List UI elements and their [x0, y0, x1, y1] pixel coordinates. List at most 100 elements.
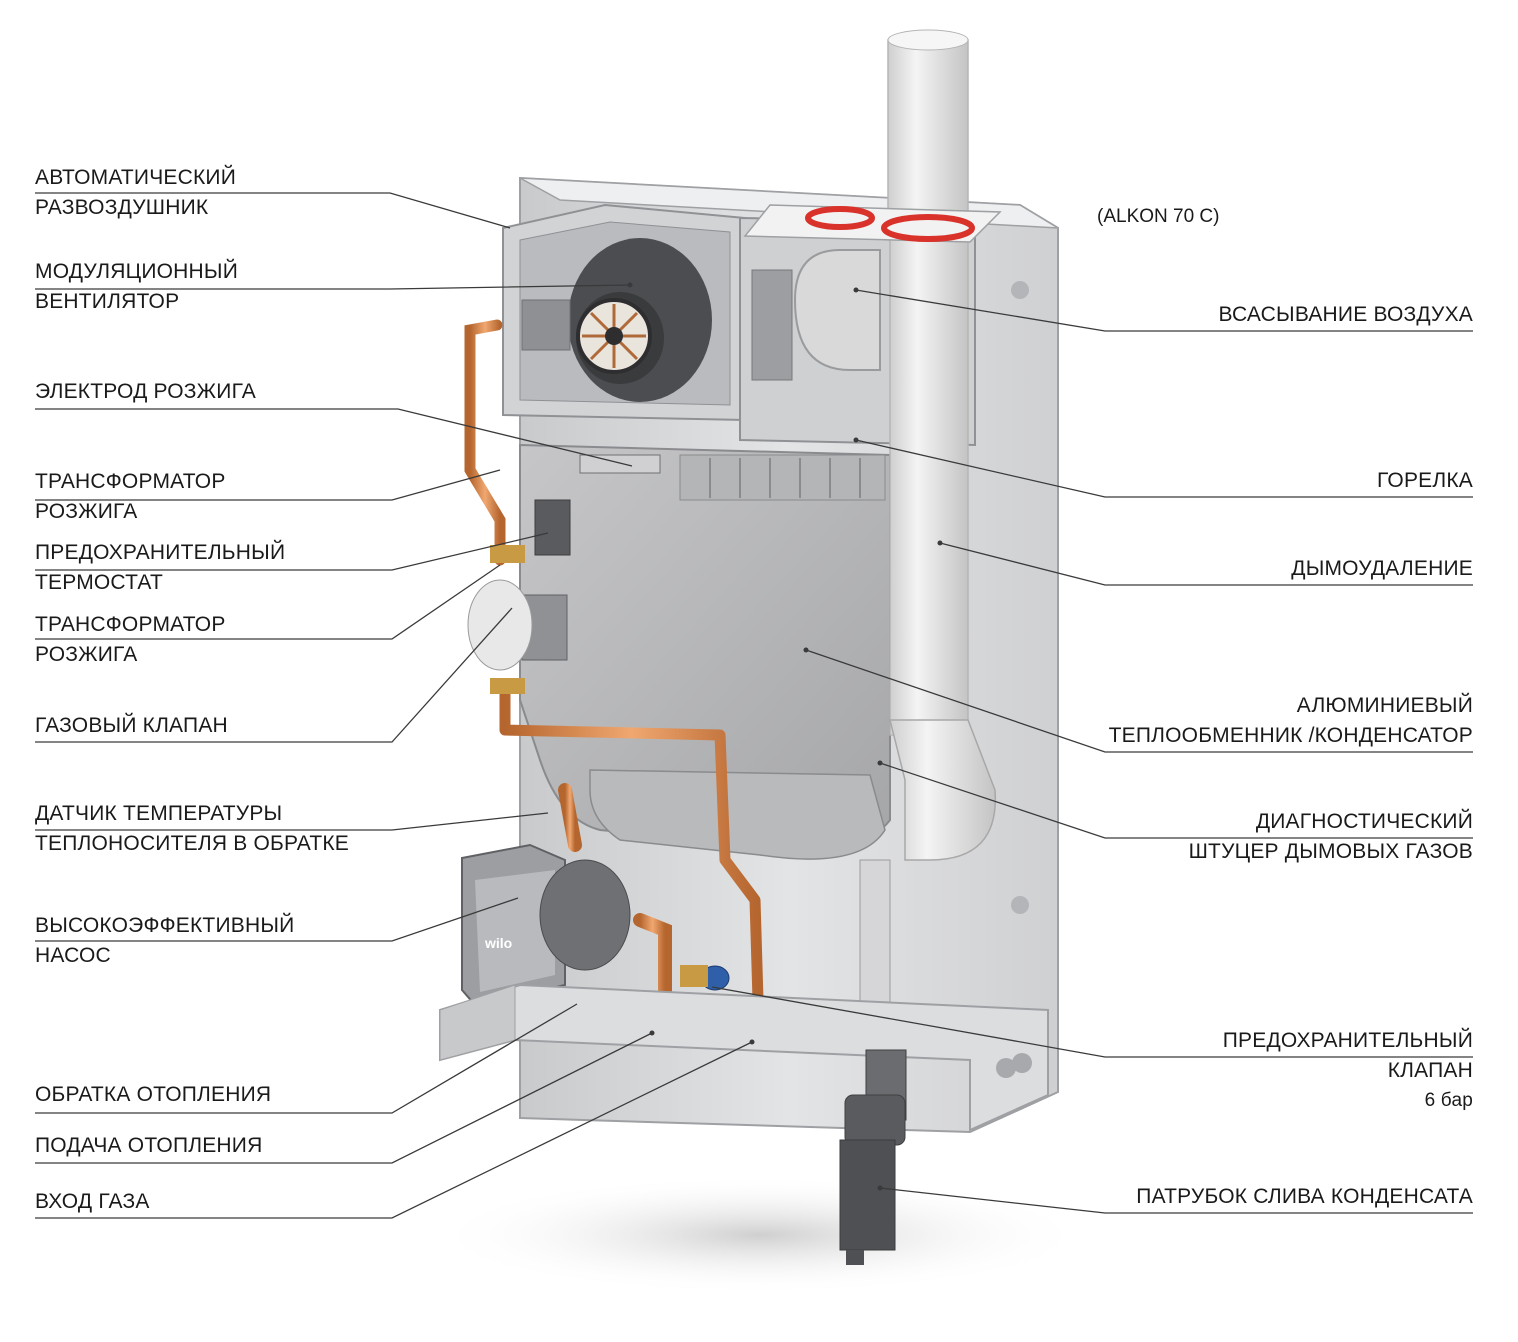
label-line: ВЫСОКОЭФФЕКТИВНЫЙ: [35, 914, 295, 937]
leader-dot: [803, 647, 809, 653]
label-safety-valve: ПРЕДОХРАНИТЕЛЬНЫЙ КЛАПАН 6 бар: [1223, 1026, 1473, 1116]
label-heat-exchanger: АЛЮМИНИЕВЫЙ ТЕПЛООБМЕННИК /КОНДЕНСАТОР: [1109, 691, 1473, 751]
leader-dot: [877, 760, 883, 766]
label-air-intake: ВСАСЫВАНИЕ ВОЗДУХА: [1219, 300, 1473, 330]
label-line: НАСОС: [35, 944, 111, 967]
leader-line: [35, 469, 501, 501]
flue-elbow: [889, 719, 997, 861]
leader-dot: [749, 1039, 755, 1045]
label-line: ОБРАТКА ОТОПЛЕНИЯ: [35, 1083, 272, 1106]
label-line: АВТОМАТИЧЕСКИЙ: [35, 166, 236, 189]
leader-line: [805, 649, 1473, 753]
leader-line: [35, 192, 511, 229]
label-ignition-transformer-2: ТРАНСФОРМАТОР РОЗЖИГА: [35, 610, 226, 670]
label-line: РОЗЖИГА: [35, 643, 138, 666]
leader-dot: [627, 282, 633, 288]
label-line: КЛАПАН: [1387, 1059, 1473, 1082]
model-name: (ALKON 70 C): [1097, 206, 1220, 227]
label-line: ВСАСЫВАНИЕ ВОЗДУХА: [1218, 303, 1473, 326]
label-line: ПРЕДОХРАНИТЕЛЬНЫЙ: [35, 541, 286, 564]
mount-hole: [1011, 896, 1029, 914]
label-line: ДИАГНОСТИЧЕСКИЙ: [1255, 810, 1473, 833]
mount-hole: [1011, 281, 1029, 299]
label-line: ПОДАЧА ОТОПЛЕНИЯ: [35, 1134, 263, 1157]
label-line: ШТУЦЕР ДЫМОВЫХ ГАЗОВ: [1188, 840, 1473, 863]
label-gas-valve: ГАЗОВЫЙ КЛАПАН: [35, 711, 228, 741]
label-burner: ГОРЕЛКА: [1377, 466, 1473, 496]
label-return-temp-sensor: ДАТЧИК ТЕМПЕРАТУРЫ ТЕПЛОНОСИТЕЛЯ В ОБРАТ…: [35, 799, 349, 859]
label-flue-test-point: ДИАГНОСТИЧЕСКИЙ ШТУЦЕР ДЫМОВЫХ ГАЗОВ: [1189, 807, 1473, 867]
label-line: ЭЛЕКТРОД РОЗЖИГА: [35, 380, 256, 403]
leader-line: [879, 762, 1473, 839]
label-line: ТЕПЛОНОСИТЕЛЯ В ОБРАТКЕ: [35, 832, 350, 855]
leader-dot: [877, 1185, 883, 1191]
leader-line: [35, 1041, 753, 1219]
gas-valve-body: [467, 579, 533, 671]
label-line: ВЕНТИЛЯТОР: [35, 290, 180, 313]
air-intake-elbow: [793, 249, 881, 371]
leader-dot: [853, 437, 859, 443]
label-line: АЛЮМИНИЕВЫЙ: [1296, 694, 1473, 717]
label-heating-supply: ПОДАЧА ОТОПЛЕНИЯ: [35, 1131, 262, 1161]
gasket-ring: [881, 214, 975, 242]
label-line: ГОРЕЛКА: [1377, 469, 1473, 492]
leader-line: [35, 284, 631, 290]
label-high-efficiency-pump: ВЫСОКОЭФФЕКТИВНЫЙ НАСОС: [35, 911, 294, 971]
exchanger-bottom: [589, 769, 886, 860]
label-condensate-drain: ПАТРУБОК СЛИВА КОНДЕНСАТА: [1136, 1182, 1473, 1212]
label-line: ТРАНСФОРМАТОР: [35, 470, 226, 493]
label-line: ВХОД ГАЗА: [35, 1190, 150, 1213]
label-gas-inlet: ВХОД ГАЗА: [35, 1187, 150, 1217]
leader-line: [35, 812, 549, 831]
pump-motor: [539, 859, 631, 971]
label-line: РОЗЖИГА: [35, 500, 138, 523]
leader-line: [35, 532, 549, 571]
burner-ribs: [679, 454, 886, 501]
leader-line: [711, 986, 1473, 1058]
leader-line: [35, 564, 501, 640]
label-line: РАЗВОЗДУШНИК: [35, 196, 209, 219]
pump-brand-label: wilo: [484, 935, 512, 951]
leader-line: [35, 1032, 653, 1164]
gasket-ring: [805, 206, 875, 230]
label-line: ТЕРМОСТАТ: [35, 571, 164, 594]
leader-dot: [937, 540, 943, 546]
copper-pipe-gas: [464, 319, 506, 566]
label-flue-outlet: ДЫМОУДАЛЕНИЕ: [1291, 554, 1473, 584]
label-line: ТРАНСФОРМАТОР: [35, 613, 226, 636]
leader-line: [35, 607, 513, 743]
label-line: МОДУЛЯЦИОННЫЙ: [35, 260, 238, 283]
leader-line: [855, 289, 1473, 332]
label-line: ПАТРУБОК СЛИВА КОНДЕНСАТА: [1136, 1185, 1473, 1208]
label-line: ГАЗОВЫЙ КЛАПАН: [35, 714, 228, 737]
copper-pipe-pump: [558, 783, 582, 852]
leader-dot: [853, 287, 859, 293]
leader-line: [879, 1187, 1473, 1214]
label-line: 6 бар: [1424, 1090, 1473, 1111]
leader-line: [35, 1003, 578, 1114]
label-ignition-transformer-1: ТРАНСФОРМАТОР РОЗЖИГА: [35, 467, 226, 527]
label-modulating-fan: МОДУЛЯЦИОННЫЙ ВЕНТИЛЯТОР: [35, 257, 238, 317]
label-line: ПРЕДОХРАНИТЕЛЬНЫЙ: [1222, 1029, 1473, 1052]
leader-line: [855, 439, 1473, 498]
flue-pipe: [889, 234, 969, 736]
label-ignition-electrode: ЭЛЕКТРОД РОЗЖИГА: [35, 377, 256, 407]
label-safety-thermostat: ПРЕДОХРАНИТЕЛЬНЫЙ ТЕРМОСТАТ: [35, 538, 285, 598]
leader-line: [35, 408, 633, 467]
label-line: ТЕПЛООБМЕННИК /КОНДЕНСАТОР: [1108, 724, 1473, 747]
copper-pipe-return: [633, 913, 672, 1012]
label-auto-air-vent: АВТОМАТИЧЕСКИЙ РАЗВОЗДУШНИК: [35, 163, 236, 223]
floor-shadow: [430, 1175, 1090, 1295]
leader-line: [939, 542, 1473, 586]
flue-pipe-top: [887, 39, 969, 241]
safety-thermostat-part: [534, 499, 571, 556]
label-line: ДЫМОУДАЛЕНИЕ: [1291, 557, 1473, 580]
leader-dot: [649, 1030, 655, 1036]
ignition-electrode-part: [579, 454, 661, 474]
leader-line: [35, 897, 519, 942]
copper-pipe-supply: [499, 684, 764, 1006]
fan-bracket: [521, 299, 571, 351]
label-heating-return: ОБРАТКА ОТОПЛЕНИЯ: [35, 1080, 271, 1110]
